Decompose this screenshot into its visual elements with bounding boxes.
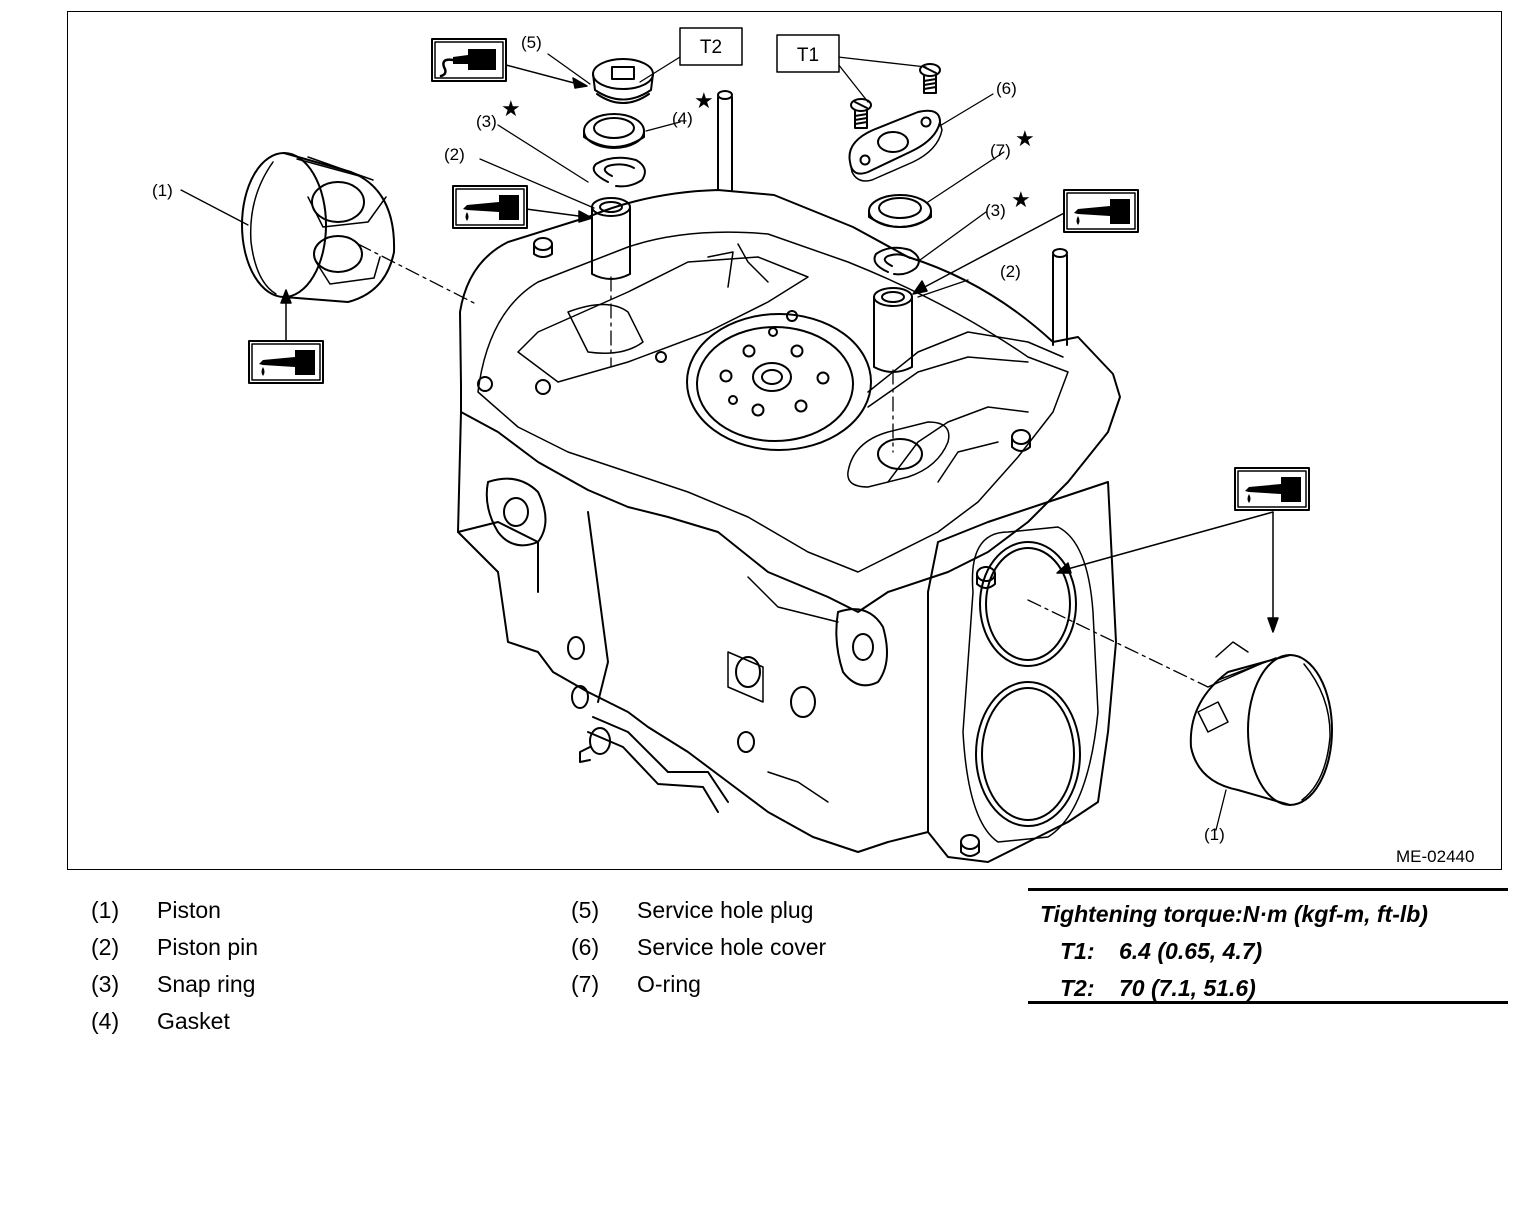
piston-pin-left <box>591 197 631 280</box>
legend-name: Gasket <box>157 1008 230 1034</box>
t2-box <box>679 27 743 66</box>
callout-piston-right: (1) <box>1204 825 1225 844</box>
legend-number: (3) <box>91 971 120 997</box>
legend-number: (4) <box>91 1008 120 1034</box>
star-icon: ★ <box>1015 127 1035 152</box>
t2-box-label: T2 <box>700 37 722 58</box>
service-hole-cover <box>848 63 943 182</box>
snap-ring-right <box>873 246 920 276</box>
center-lines <box>357 243 1209 688</box>
legend-number: (5) <box>571 897 600 923</box>
gasket <box>583 113 645 149</box>
legend-name: Snap ring <box>157 971 256 997</box>
legend-number: (6) <box>571 934 600 960</box>
o-ring <box>868 194 932 228</box>
oil-can-icon <box>248 340 324 384</box>
torque-value: 6.4 (0.65, 4.7) <box>1119 938 1263 964</box>
star-icon: ★ <box>501 97 521 122</box>
legend-name: Piston pin <box>157 934 259 960</box>
legend-name: O-ring <box>637 971 701 997</box>
callout-snap-right: (3) <box>985 201 1006 220</box>
callout-pin-left: (2) <box>444 145 465 164</box>
diagram-drawing: T2 T1 (1) (1) (2) (2) (3) (3) (4) (5) (6… <box>152 27 1474 866</box>
legend-name: Piston <box>157 897 221 923</box>
torque-value: 70 (7.1, 51.6) <box>1119 975 1256 1001</box>
t1-box-label: T1 <box>797 45 819 66</box>
leader-lines <box>180 53 1227 831</box>
callout-pin-right: (2) <box>1000 262 1021 281</box>
torque-title: Tightening torque:N·m (kgf-m, ft-lb) <box>1040 901 1428 927</box>
torque-spec-box: Tightening torque:N·m (kgf-m, ft-lb) T1:… <box>1028 888 1508 1004</box>
torque-row-t2: T2: 70 (7.1, 51.6) <box>1060 975 1256 1002</box>
callout-snap-left: (3) <box>476 112 497 131</box>
star-icon: ★ <box>1011 188 1031 213</box>
torque-row-t1: T1: 6.4 (0.65, 4.7) <box>1060 938 1262 965</box>
sealant-tube-icon <box>431 38 507 82</box>
legend-name: Service hole plug <box>637 897 814 923</box>
arrows <box>280 64 1279 633</box>
oil-can-icon <box>1063 189 1139 233</box>
oil-can-icon <box>1234 467 1310 511</box>
piston-pin-right <box>873 287 913 373</box>
t1-box <box>776 34 840 73</box>
oil-can-icon <box>452 185 528 229</box>
figure-code: ME-02440 <box>1396 847 1474 866</box>
legend-number: (1) <box>91 897 120 923</box>
piston-left <box>241 152 396 303</box>
callout-oring: (7) <box>990 141 1011 160</box>
legend-number: (2) <box>91 934 120 960</box>
piston-right <box>1189 641 1333 806</box>
callout-gasket: (4) <box>672 109 693 128</box>
legend-number: (7) <box>571 971 600 997</box>
service-hole-plug <box>592 58 654 104</box>
exploded-diagram: T2 T1 (1) (1) (2) (2) (3) (3) (4) (5) (6… <box>67 11 1502 870</box>
snap-ring-left <box>592 156 646 188</box>
callout-plug: (5) <box>521 33 542 52</box>
torque-key: T1: <box>1060 938 1095 964</box>
torque-key: T2: <box>1060 975 1095 1001</box>
star-icon: ★ <box>694 89 714 114</box>
callout-piston-left: (1) <box>152 181 173 200</box>
cylinder-block <box>457 90 1121 863</box>
callout-cover: (6) <box>996 79 1017 98</box>
legend-name: Service hole cover <box>637 934 827 960</box>
